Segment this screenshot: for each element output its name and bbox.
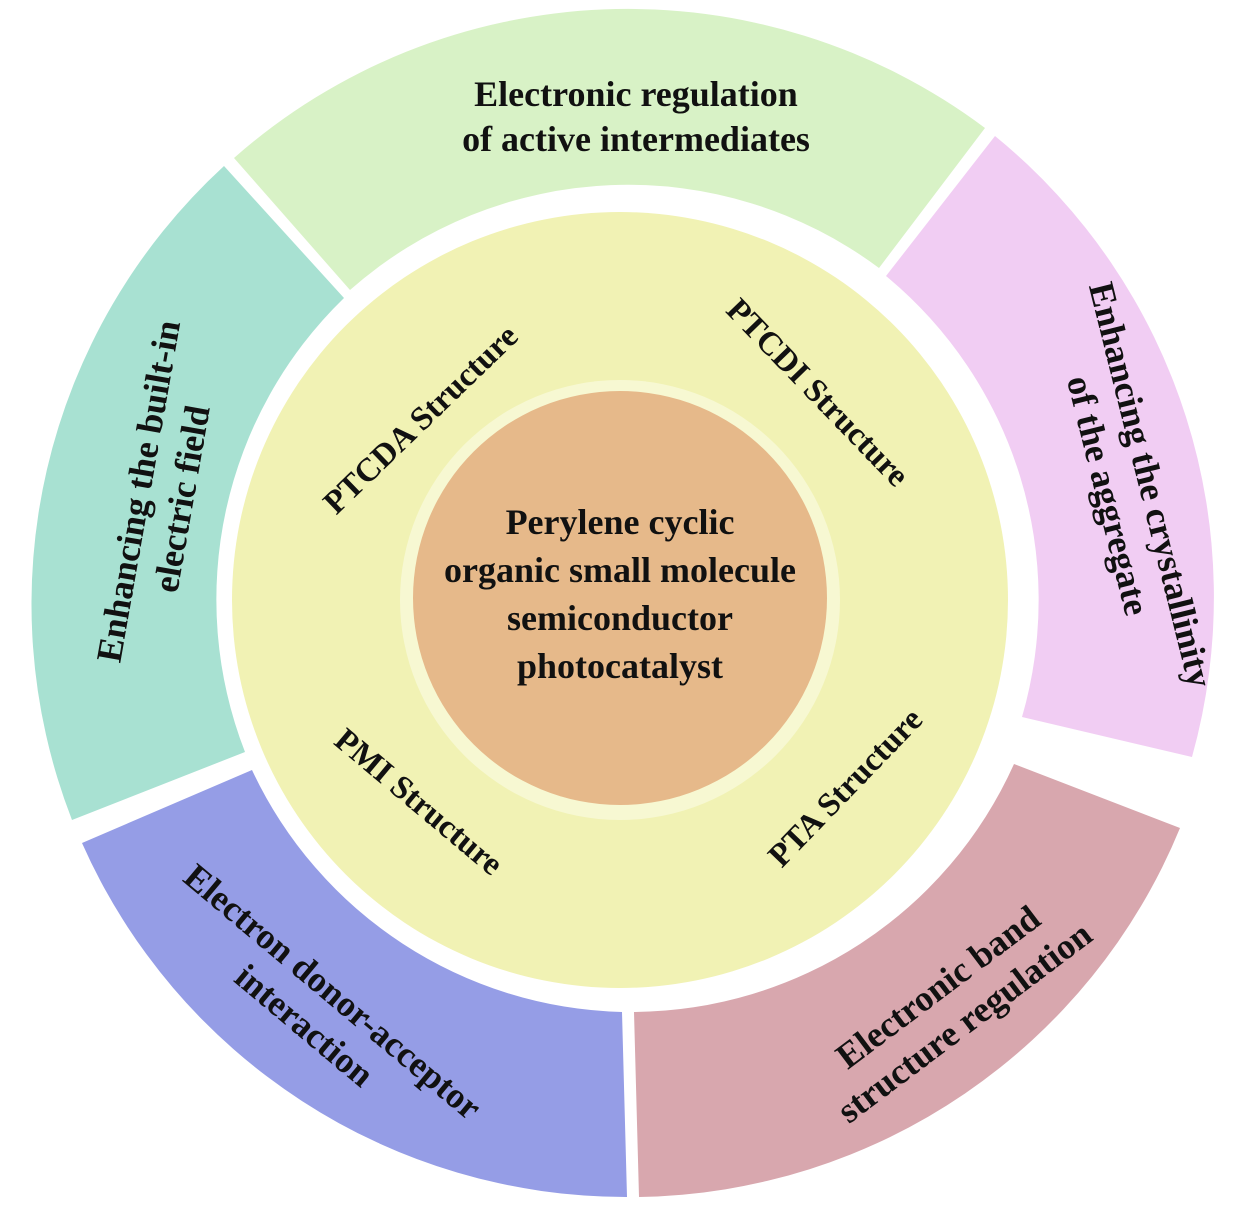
outer-segment-right — [886, 136, 1214, 757]
outer-ring — [31, 8, 1214, 1198]
center-disc — [413, 391, 827, 805]
outer-segment-bottom-left — [82, 770, 627, 1198]
center-label-line-2: organic small molecule — [444, 550, 796, 590]
outer-segment-bottom-right — [634, 764, 1180, 1197]
outer-segment-top — [234, 8, 985, 290]
outer-label-top-line-1: Electronic regulation — [474, 74, 798, 114]
center-label-line-3: semiconductor — [507, 598, 733, 638]
outer-segment-left — [31, 166, 345, 820]
center-label-line-1: Perylene cyclic — [506, 502, 735, 542]
center-label: Perylene cyclic organic small molecule s… — [444, 502, 796, 686]
outer-label-top-line-2: of active intermediates — [462, 119, 810, 159]
center-label-line-4: photocatalyst — [517, 646, 723, 686]
